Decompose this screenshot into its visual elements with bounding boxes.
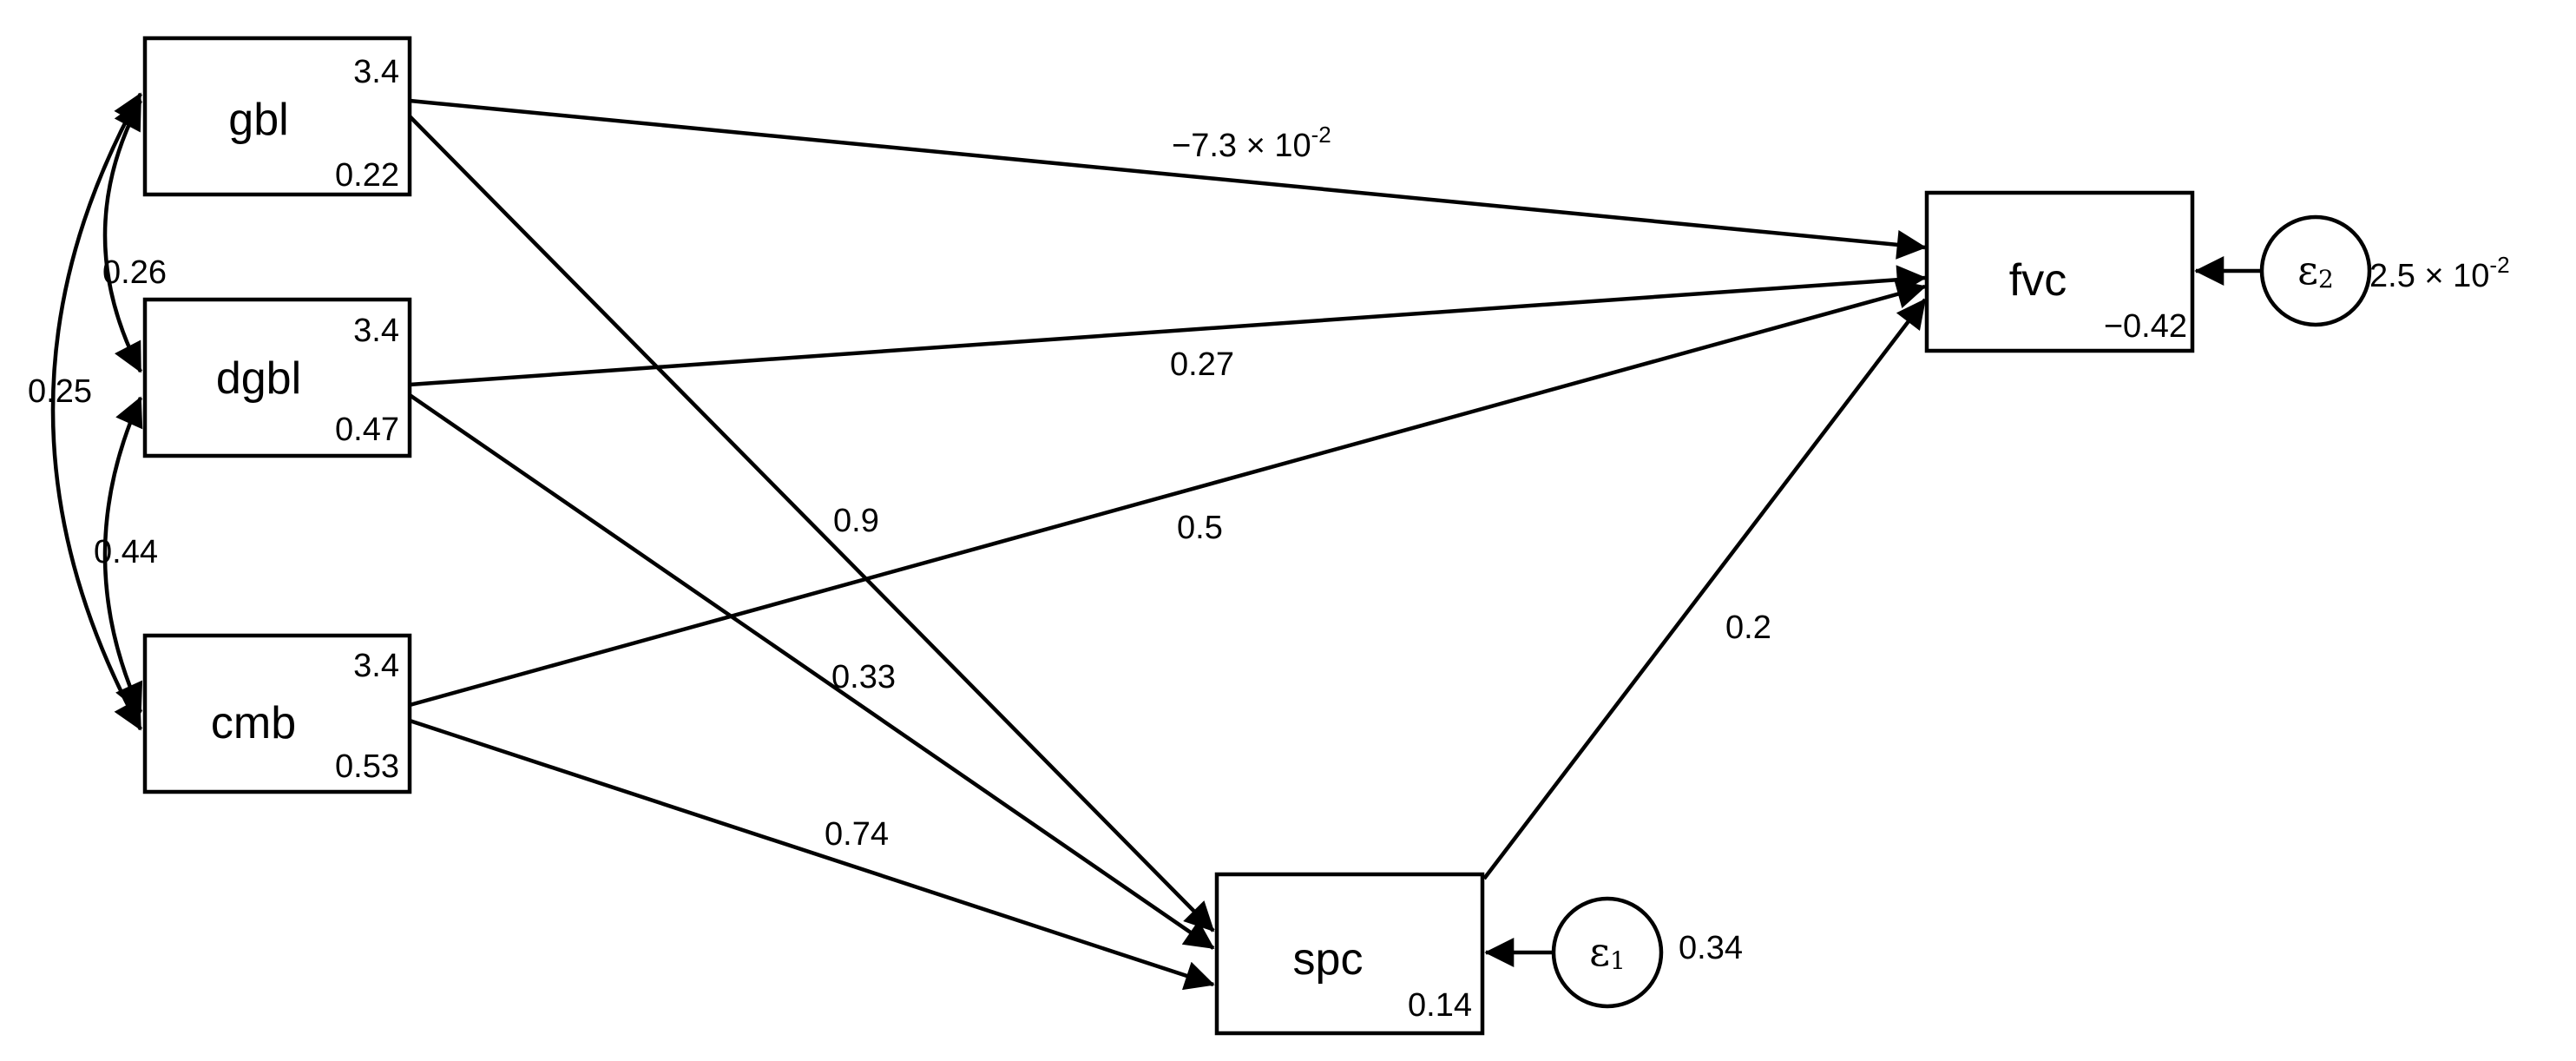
node-cmb-label: cmb [211,698,296,748]
node-fvc: fvc −0.42 [1924,190,2195,353]
cov-value-gbl-dgbl: 0.26 [102,254,167,291]
node-fvc-intercept: −0.42 [2104,308,2187,345]
coef-cmb-fvc: 0.5 [1177,510,1223,546]
node-dgbl-intercept: 0.47 [335,412,399,448]
node-spc-intercept: 0.14 [1408,987,1472,1024]
node-dgbl-mean: 3.4 [353,313,399,349]
error-e1-variance: 0.34 [1679,930,1743,966]
path-spc-to-fvc [1482,298,1927,880]
node-gbl: gbl 3.4 0.22 [142,36,412,197]
coef-gbl-spc: 0.9 [833,503,879,539]
error-e2-variance: 2.5 × 10-2 [2369,252,2510,294]
path-cmb-to-spc [409,718,1215,991]
coef-gbl-fvc: −7.3 × 10-2 [1172,122,1331,164]
node-cmb-intercept: 0.53 [335,748,399,785]
cov-value-dgbl-cmb: 0.44 [94,534,158,570]
node-dgbl-label: dgbl [216,353,301,404]
cov-dgbl-cmb [102,396,143,714]
path-dgbl-to-fvc [409,265,1927,387]
path-dgbl-to-spc [408,393,1215,950]
coef-spc-fvc: 0.2 [1725,610,1771,646]
cov-value-gbl-cmb: 0.25 [28,373,92,410]
path-cmb-to-fvc [409,280,1927,708]
path-gbl-to-fvc [409,98,1927,260]
error-e2: ε2 2.5 × 10-2 [2259,214,2510,327]
node-cmb: cmb 3.4 0.53 [142,633,412,794]
path-gbl-to-spc [408,115,1215,932]
coef-cmb-spc: 0.74 [825,816,889,853]
error-e2-symbol: ε2 [2297,247,2334,293]
node-dgbl: dgbl 3.4 0.47 [142,297,412,458]
node-gbl-intercept: 0.22 [335,157,399,194]
node-gbl-label: gbl [228,95,288,145]
error-e1: ε1 0.34 [1551,896,1743,1009]
node-spc: spc 0.14 [1214,872,1485,1036]
cov-gbl-dgbl [102,99,142,373]
node-fvc-label: fvc [2009,255,2067,306]
node-spc-label: spc [1293,934,1364,985]
node-gbl-mean: 3.4 [353,54,399,90]
coef-dgbl-fvc: 0.27 [1170,346,1234,383]
coef-dgbl-spc: 0.33 [831,659,896,695]
error-e1-symbol: ε1 [1589,928,1626,975]
node-cmb-mean: 3.4 [353,648,399,684]
cov-gbl-cmb [50,92,142,731]
